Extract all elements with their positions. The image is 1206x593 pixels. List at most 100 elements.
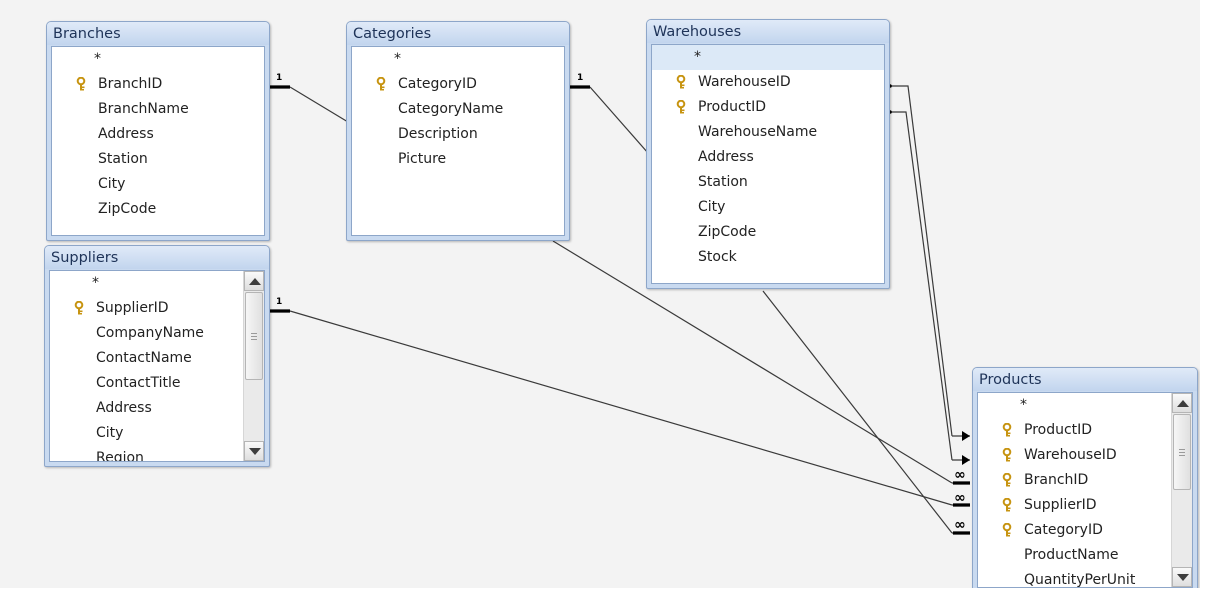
field-categoryname[interactable]: CategoryName (398, 101, 504, 117)
arrowhead-warehouseid (962, 455, 970, 465)
field-categoryid[interactable]: CategoryID (978, 518, 1192, 543)
field-label: SupplierID (96, 300, 169, 316)
grip-line (1179, 452, 1185, 453)
field-label: CategoryID (1024, 522, 1103, 538)
field-branchid[interactable]: BranchID (978, 468, 1192, 493)
table-title-categories[interactable]: Categories (347, 22, 569, 45)
relationship-line-warehouse-product-1 (890, 85, 953, 437)
scroll-thumb[interactable] (1173, 414, 1191, 490)
field-quantityperunit[interactable]: QuantityPerUnit (1024, 572, 1136, 588)
primary-key-icon (1002, 523, 1012, 537)
field-categoryid[interactable]: CategoryID (352, 72, 564, 97)
grip-line (1179, 455, 1185, 456)
field-label: CategoryID (398, 76, 477, 92)
field-label: WarehouseID (1024, 447, 1117, 463)
window-edge-bottom (0, 588, 1206, 593)
primary-key-icon (1002, 473, 1012, 487)
field-all[interactable]: * (394, 51, 401, 67)
field-list-products[interactable]: * ProductID WarehouseID BranchID Supplie… (977, 392, 1193, 588)
field-all[interactable]: * (1020, 397, 1027, 413)
table-title-products[interactable]: Products (973, 368, 1197, 391)
many-label-supplierid: ∞ (954, 490, 966, 506)
field-branchid[interactable]: BranchID (52, 72, 264, 97)
vertical-scrollbar[interactable] (243, 271, 264, 461)
field-all[interactable]: * (652, 45, 884, 70)
relationship-line-categories-products (552, 240, 953, 484)
field-productname[interactable]: ProductName (1024, 547, 1119, 563)
arrow-up-icon (249, 278, 261, 285)
scroll-up-button[interactable] (244, 271, 264, 291)
grip-line (251, 333, 257, 334)
grip-line (251, 336, 257, 337)
field-warehouseid[interactable]: WarehouseID (978, 443, 1192, 468)
primary-key-icon (76, 77, 86, 91)
primary-key-icon (74, 301, 84, 315)
scroll-up-button[interactable] (1172, 393, 1192, 413)
table-title-suppliers[interactable]: Suppliers (45, 246, 269, 269)
many-label-branchid: ∞ (954, 467, 966, 483)
scroll-down-button[interactable] (1172, 567, 1192, 587)
field-list-categories[interactable]: * CategoryID CategoryName Description Pi… (351, 46, 565, 236)
field-contacttitle[interactable]: ContactTitle (96, 375, 181, 391)
one-label-suppliers: 1 (276, 297, 282, 307)
field-picture[interactable]: Picture (398, 151, 447, 167)
field-productid[interactable]: ProductID (978, 418, 1192, 443)
field-all[interactable]: * (92, 275, 99, 291)
relationship-line-suppliers-products (289, 310, 953, 506)
grip-line (1179, 449, 1185, 450)
field-productid[interactable]: ProductID (652, 95, 884, 120)
table-title-branches[interactable]: Branches (47, 22, 269, 45)
field-label: ProductID (1024, 422, 1093, 438)
scroll-down-button[interactable] (244, 441, 264, 461)
field-stock[interactable]: Stock (698, 249, 737, 265)
field-description[interactable]: Description (398, 126, 478, 142)
field-companyname[interactable]: CompanyName (96, 325, 204, 341)
window-edge-right (1200, 0, 1206, 593)
field-station[interactable]: Station (98, 151, 148, 167)
field-supplierid[interactable]: SupplierID (50, 296, 264, 321)
field-list-branches[interactable]: * BranchID BranchName Address Station Ci… (51, 46, 265, 236)
field-warehousename[interactable]: WarehouseName (698, 124, 818, 140)
field-city[interactable]: City (96, 425, 124, 441)
table-title-warehouses[interactable]: Warehouses (647, 20, 889, 43)
relationship-line-categories-warehouses (589, 86, 649, 154)
field-zipcode[interactable]: ZipCode (98, 201, 157, 217)
many-label-categoryid: ∞ (954, 517, 966, 533)
field-label: BranchID (98, 76, 163, 92)
field-supplierid[interactable]: SupplierID (978, 493, 1192, 518)
primary-key-icon (1002, 498, 1012, 512)
table-branches[interactable]: Branches * BranchID BranchName Address S… (46, 21, 270, 241)
field-zipcode[interactable]: ZipCode (698, 224, 757, 240)
one-label-categories: 1 (577, 73, 583, 83)
field-list-warehouses[interactable]: * WarehouseID ProductID WarehouseName Ad… (651, 44, 885, 284)
field-all[interactable]: * (94, 51, 101, 67)
field-city[interactable]: City (98, 176, 126, 192)
table-products[interactable]: Products * ProductID WarehouseID BranchI… (972, 367, 1198, 593)
field-address[interactable]: Address (698, 149, 754, 165)
field-warehouseid[interactable]: WarehouseID (652, 70, 884, 95)
field-city[interactable]: City (698, 199, 726, 215)
field-region[interactable]: Region (96, 450, 144, 462)
field-contactname[interactable]: ContactName (96, 350, 192, 366)
field-station[interactable]: Station (698, 174, 748, 190)
table-warehouses[interactable]: Warehouses * WarehouseID ProductID Wareh… (646, 19, 890, 289)
field-address[interactable]: Address (96, 400, 152, 416)
primary-key-icon (1002, 423, 1012, 437)
scroll-thumb[interactable] (245, 292, 263, 380)
grip-line (251, 339, 257, 340)
field-label: ProductID (698, 99, 767, 115)
primary-key-icon (676, 75, 686, 89)
field-address[interactable]: Address (98, 126, 154, 142)
vertical-scrollbar[interactable] (1171, 393, 1192, 587)
field-list-suppliers[interactable]: * SupplierID CompanyName ContactName Con… (49, 270, 265, 462)
primary-key-icon (1002, 448, 1012, 462)
table-suppliers[interactable]: Suppliers * SupplierID CompanyName Conta… (44, 245, 270, 467)
table-categories[interactable]: Categories * CategoryID CategoryName Des… (346, 21, 570, 241)
field-branchname[interactable]: BranchName (98, 101, 189, 117)
one-label-branches: 1 (276, 73, 282, 83)
primary-key-icon (376, 77, 386, 91)
arrow-down-icon (1177, 574, 1189, 581)
primary-key-icon (676, 100, 686, 114)
